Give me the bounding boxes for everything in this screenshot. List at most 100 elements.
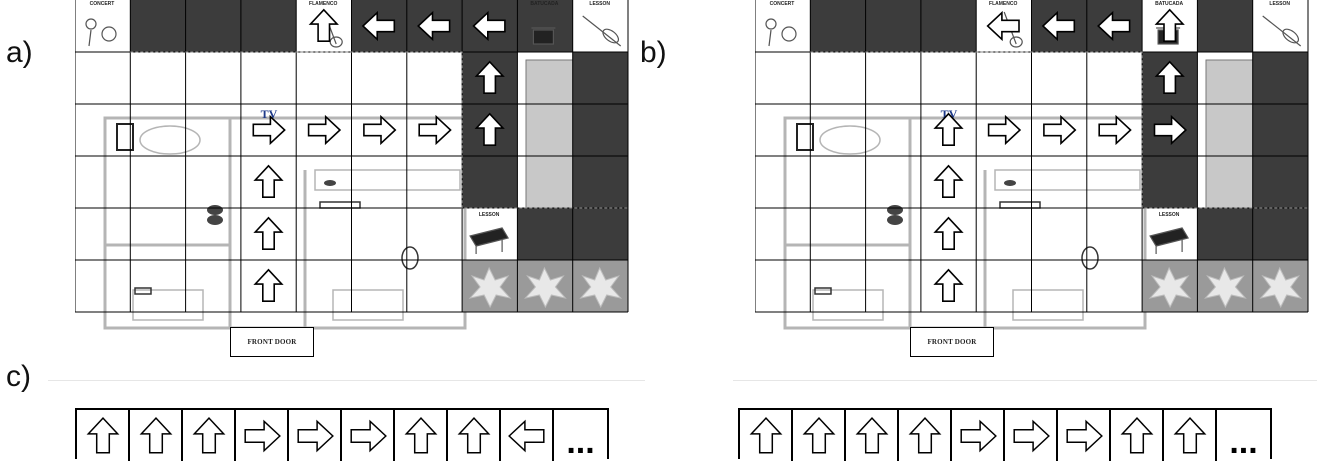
sequence-step-right: [289, 410, 342, 461]
right-arrow-icon: [1098, 114, 1132, 146]
sequence-step-up: [130, 410, 183, 461]
piano-icon: [1149, 227, 1190, 254]
garden-cells: [1142, 260, 1308, 312]
ellipsis-icon: ...: [566, 422, 595, 461]
right-arrow-icon: [987, 114, 1022, 146]
right-arrow-icon: [1043, 114, 1077, 146]
blocked-cell: [130, 0, 186, 52]
sequence-step-right: [236, 410, 289, 461]
up-arrow-icon: [933, 164, 964, 198]
up-arrow-icon: [474, 60, 505, 94]
concert-label: CONCERT: [770, 1, 795, 7]
up-arrow-icon: [253, 164, 284, 198]
front-door-label-b: FRONT DOOR: [910, 327, 994, 357]
lesson-label: LESSON: [1159, 212, 1180, 218]
flamenco-label: FLAMENCO: [989, 1, 1017, 7]
lesson-label: LESSON: [589, 1, 610, 7]
right-arrow-icon: [959, 419, 997, 452]
up-arrow-icon: [933, 112, 964, 146]
left-arrow-icon: [1097, 10, 1131, 42]
panel-b-frame: [733, 0, 1317, 381]
bush-icon: [468, 266, 512, 309]
up-arrow-icon: [855, 416, 888, 454]
sequence-step-up: [448, 410, 501, 461]
bush-icon: [523, 266, 567, 309]
right-arrow-icon: [307, 114, 342, 146]
furniture-marks: [796, 123, 1099, 295]
sequence-step-up: [1111, 410, 1164, 461]
up-arrow-icon: [404, 416, 437, 454]
bush-icon: [1148, 266, 1192, 309]
sequence-step-right: [342, 410, 395, 461]
blocked-cell: [572, 104, 628, 156]
up-arrow-icon: [457, 416, 490, 454]
blocked-cell: [240, 0, 297, 52]
blocked-cell: [920, 0, 977, 52]
panel-label-c: c): [6, 360, 31, 393]
panel-a-frame: [48, 0, 645, 381]
command-sequence-b: ...: [738, 408, 1272, 461]
blocked-cells: [130, 0, 628, 260]
bathtub-shape: [1205, 59, 1259, 226]
path-region-outline: [130, 51, 628, 209]
left-arrow-icon: [472, 10, 506, 42]
blocked-cells: [810, 0, 1308, 260]
blocked-cell: [572, 208, 628, 260]
sequence-step-up: [846, 410, 899, 461]
tv-label: TV: [261, 107, 278, 121]
up-arrow-icon: [1154, 8, 1185, 42]
up-arrow-icon: [1173, 416, 1206, 454]
garden-cells: [462, 260, 628, 312]
blocked-cell: [1197, 0, 1253, 52]
panel-label-a: a): [6, 36, 33, 69]
up-arrow-icon: [86, 416, 119, 454]
sequence-continues-cell: ...: [554, 410, 607, 461]
path-arrows: [252, 8, 506, 302]
blocked-cell: [810, 0, 866, 52]
right-arrow-icon: [1153, 114, 1188, 146]
up-arrow-icon: [253, 216, 284, 250]
right-arrow-icon: [1012, 419, 1050, 452]
command-sequence-a: ...: [75, 408, 609, 461]
up-arrow-icon: [1120, 416, 1153, 454]
batucada-label: BATUCADA: [530, 1, 558, 7]
panel-label-b: b): [640, 36, 667, 69]
concert-label: CONCERT: [90, 1, 115, 7]
left-arrow-icon: [361, 10, 396, 42]
room-walls: [103, 116, 467, 330]
blocked-cell: [1197, 208, 1253, 260]
sequence-step-up: [77, 410, 130, 461]
blocked-cell: [1252, 104, 1308, 156]
blocked-cell: [1252, 156, 1308, 208]
sequence-step-up: [395, 410, 448, 461]
right-arrow-icon: [243, 419, 281, 452]
sequence-step-up: [1164, 410, 1217, 461]
path-arrows: [933, 8, 1188, 302]
up-arrow-icon: [474, 112, 505, 146]
up-arrow-icon: [802, 416, 835, 454]
sequence-step-up: [183, 410, 236, 461]
up-arrow-icon: [192, 416, 225, 454]
right-arrow-icon: [1065, 419, 1103, 452]
piano-icon: [469, 227, 510, 254]
blocked-cell: [185, 0, 241, 52]
right-arrow-icon: [296, 419, 334, 452]
sequence-step-left: [501, 410, 554, 461]
left-arrow-icon: [1041, 10, 1076, 42]
blocked-cell: [1252, 52, 1308, 104]
up-arrow-icon: [1154, 60, 1185, 94]
room-walls: [783, 116, 1147, 330]
blocked-cell: [462, 156, 518, 208]
drum-icon: [531, 27, 556, 45]
sequence-continues-cell: ...: [1217, 410, 1270, 461]
furniture-marks: [116, 123, 419, 295]
blocked-cell: [572, 52, 628, 104]
sequence-step-up: [793, 410, 846, 461]
blocked-cell: [517, 208, 573, 260]
right-arrow-icon: [252, 114, 286, 146]
up-arrow-icon: [308, 8, 339, 42]
